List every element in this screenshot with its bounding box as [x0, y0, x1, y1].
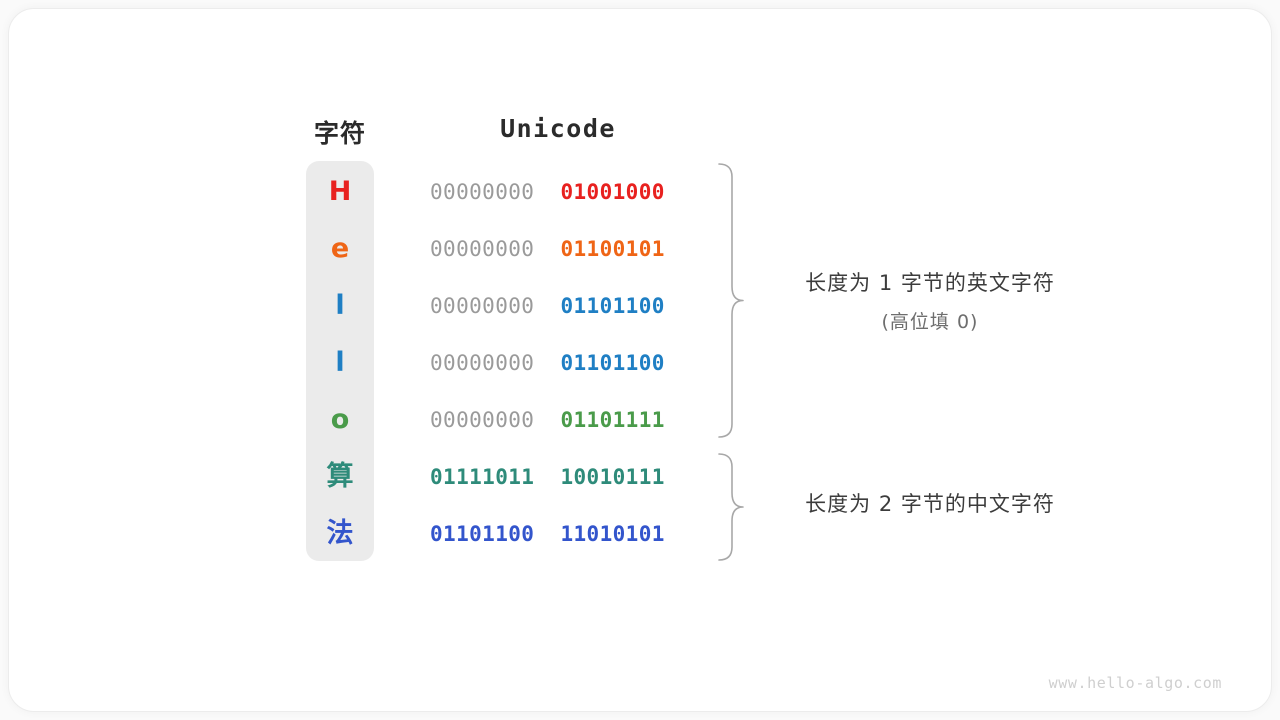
- group-brace: [718, 453, 744, 561]
- content-card: [8, 8, 1272, 712]
- unicode-low-byte: 01101111: [560, 408, 665, 432]
- group-label: 长度为 2 字节的中文字符: [760, 488, 1100, 518]
- unicode-high-byte: 01101100: [430, 522, 535, 546]
- unicode-low-byte: 11010101: [560, 522, 665, 546]
- column-header-unicode: Unicode: [500, 114, 616, 143]
- unicode-low-byte: 01001000: [560, 180, 665, 204]
- column-header-character: 字符: [313, 119, 366, 148]
- unicode-low-byte: 01100101: [560, 237, 665, 261]
- group-brace: [718, 163, 744, 438]
- group-label: 长度为 1 字节的英文字符 (高位填 0): [760, 267, 1100, 334]
- character-column-background: [306, 161, 374, 561]
- group-label-line2: (高位填 0): [881, 311, 979, 333]
- unicode-high-byte: 00000000: [430, 294, 535, 318]
- unicode-high-byte: 01111011: [430, 465, 535, 489]
- unicode-high-byte: 00000000: [430, 408, 535, 432]
- unicode-low-byte: 01101100: [560, 351, 665, 375]
- unicode-low-byte: 10010111: [560, 465, 665, 489]
- group-label-line1: 长度为 1 字节的英文字符: [805, 271, 1055, 295]
- unicode-high-byte: 00000000: [430, 237, 535, 261]
- group-label-line1: 长度为 2 字节的中文字符: [805, 492, 1055, 516]
- unicode-low-byte: 01101100: [560, 294, 665, 318]
- unicode-high-byte: 00000000: [430, 180, 535, 204]
- watermark-url: www.hello-algo.com: [1048, 674, 1222, 692]
- unicode-high-byte: 00000000: [430, 351, 535, 375]
